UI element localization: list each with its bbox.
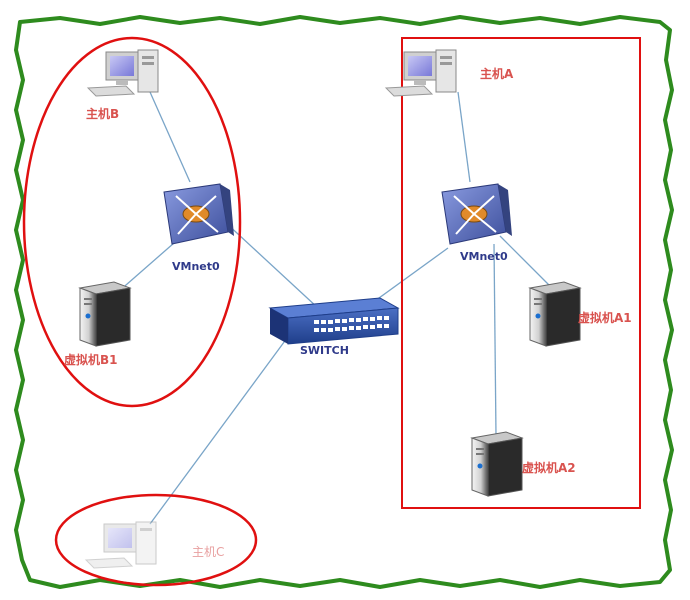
host-a-computer-icon[interactable] (384, 49, 457, 97)
torn-paper-border (14, 15, 674, 589)
host-c-label: 主机C (192, 545, 224, 559)
link-switch-vmnet-right (367, 247, 449, 307)
vmnet-right-label: VMnet0 (460, 250, 508, 263)
vm-a2-label: 虚拟机A2 (522, 460, 576, 475)
link-vmnet-vma1 (499, 235, 553, 289)
group-b-ellipse (22, 36, 242, 408)
link-vmnet-vma2 (493, 243, 497, 437)
host-b-computer-icon[interactable] (86, 49, 159, 97)
vm-a2-server-icon[interactable] (470, 431, 524, 497)
link-vmnet-vmb1 (117, 235, 183, 293)
vmnet-left-label: VMnet0 (172, 260, 220, 273)
vm-a1-server-icon[interactable] (528, 281, 582, 347)
switch-icon[interactable] (268, 297, 400, 345)
vm-a1-label: 虚拟机A1 (578, 310, 632, 325)
vmnet-left-hub-icon[interactable] (163, 183, 234, 245)
host-c-computer-icon[interactable] (84, 521, 157, 569)
host-c-ellipse (54, 493, 258, 587)
switch-label: SWITCH (300, 344, 349, 357)
link-switch-hostc (149, 333, 291, 525)
host-b-label: 主机B (86, 106, 119, 121)
link-hosta-vmnet (457, 91, 471, 183)
group-a-box (401, 37, 641, 509)
host-a-label: 主机A (480, 66, 514, 81)
vmnet-right-hub-icon[interactable] (441, 183, 512, 245)
link-hostb-vmnet (149, 91, 191, 183)
vm-b1-server-icon[interactable] (78, 281, 132, 347)
vm-b1-label: 虚拟机B1 (64, 352, 118, 367)
